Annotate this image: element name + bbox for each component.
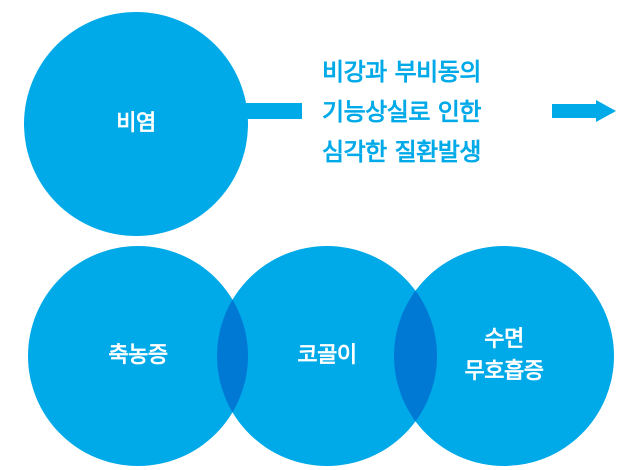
consequence-text: 비강과 부비동의 기능상실로 인한 심각한 질환발생 [322,52,542,172]
sinusitis-label-wrap: 축농증 [48,246,228,466]
sleep-apnea-label: 수면 무호흡증 [464,327,544,384]
consequence-line-3: 심각한 질환발생 [322,138,481,166]
consequence-line-2: 기능상실로 인한 [322,98,481,126]
arrow-shaft [552,104,598,118]
arrow-head-icon [596,100,616,122]
consequence-line-1: 비강과 부비동의 [322,58,481,86]
snoring-label-wrap: 코골이 [237,246,417,466]
rhinitis-label: 비염 [116,111,156,136]
snoring-label: 코골이 [297,343,357,368]
sleep-apnea-label-wrap: 수면 무호흡증 [414,246,594,466]
sinusitis-circle [28,246,248,466]
rhinitis-circle: 비염 [24,12,248,236]
sinusitis-label: 축농증 [108,343,168,368]
connector-bar [244,103,302,119]
